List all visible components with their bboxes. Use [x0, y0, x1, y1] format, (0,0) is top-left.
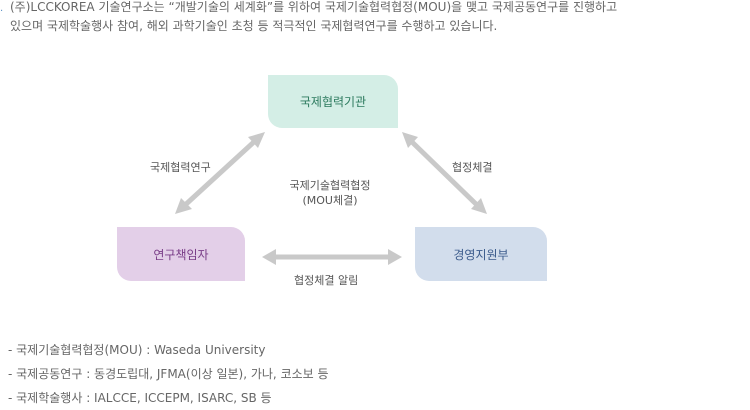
- arrow-horizontal: [262, 249, 402, 265]
- arrow-left-diagonal: [175, 132, 265, 214]
- intro-line-1: (주)LCCKOREA 기술연구소는 “개발기술의 세계화”를 위하여 국제기술…: [10, 0, 618, 14]
- label-agreement-notice: 협정체결 알림: [294, 274, 359, 287]
- label-international-research: 국제협력연구: [150, 161, 211, 174]
- node-research-lead: 연구책임자: [117, 227, 245, 281]
- bullet-icon: ·: [0, 6, 4, 17]
- node-management-support: 경영지원부: [415, 227, 547, 281]
- label-mou: 국제기술협력협정 (MOU체결): [270, 178, 390, 208]
- node-international-partner: 국제협력기관: [268, 75, 398, 128]
- label-agreement: 협정체결: [452, 161, 493, 174]
- activity-list: - 국제기술협력협정(MOU) : Waseda University - 국제…: [8, 338, 329, 410]
- list-item: - 국제기술협력협정(MOU) : Waseda University: [8, 343, 266, 357]
- label-mou-line-1: 국제기술협력협정: [289, 179, 371, 192]
- list-item: - 국제학술행사 : IALCCE, ICCEPM, ISARC, SB 등: [8, 391, 272, 405]
- arrow-right-diagonal: [402, 132, 487, 214]
- intro-line-2: 있으며 국제학술행사 참여, 해외 과학기술인 초청 등 적극적인 국제협력연구…: [10, 19, 498, 33]
- list-item: - 국제공동연구 : 동경도립대, JFMA(이상 일본), 가나, 코소보 등: [8, 367, 329, 381]
- label-mou-line-2: (MOU체결): [302, 194, 358, 207]
